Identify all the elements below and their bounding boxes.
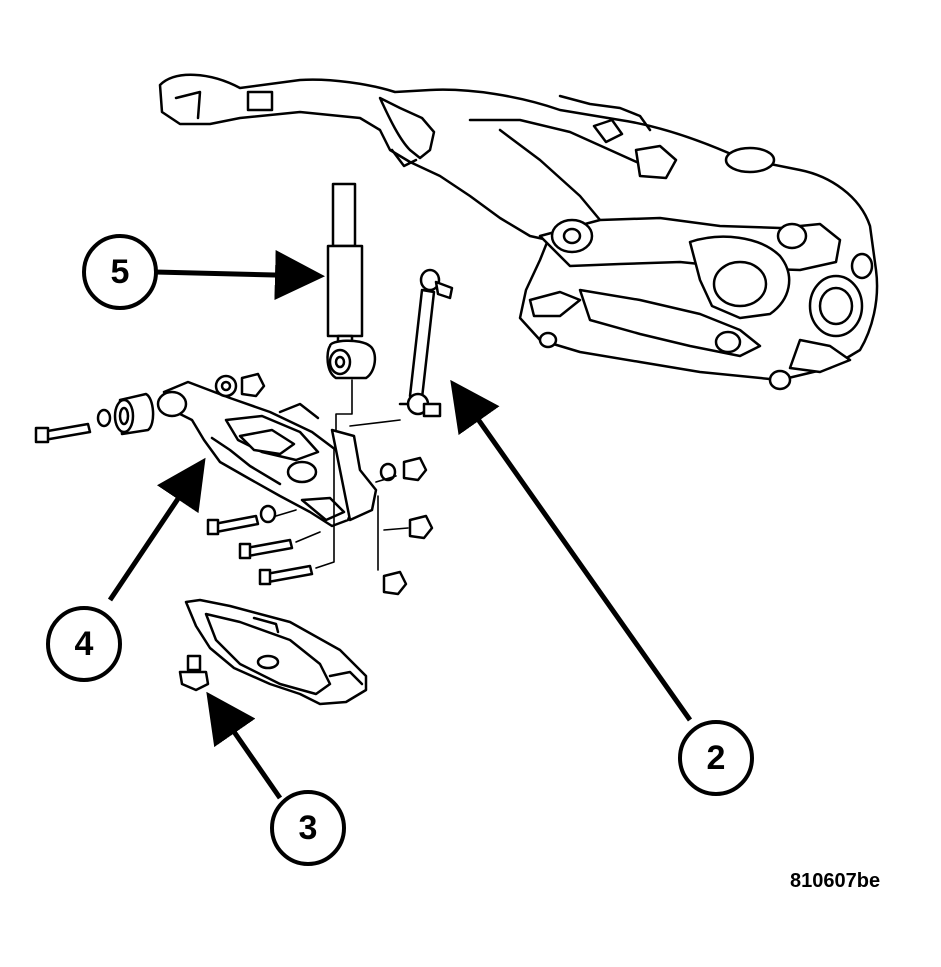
rear-subframe-assembly [158, 73, 879, 391]
shock-absorber [326, 182, 377, 449]
callout-circle-5 [82, 234, 158, 310]
arrow-4 [107, 457, 206, 602]
callout-label-3: 3 [299, 809, 318, 847]
upper-nuts [214, 372, 266, 398]
drain-plug [178, 654, 210, 692]
callout-circle-4 [46, 606, 122, 682]
callout-label-5: 5 [111, 253, 130, 291]
arrow-3 [206, 691, 283, 800]
lower-control-arm [156, 380, 378, 528]
lower-arm-shield [184, 598, 368, 706]
right-nuts [375, 456, 434, 596]
lower-arm-bolts [206, 447, 335, 586]
callout-circle-3 [270, 790, 346, 866]
callout-label-2: 2 [707, 739, 726, 777]
arrow-5 [154, 250, 325, 300]
callout-circle-2 [678, 720, 754, 796]
figure-reference-code: 810607be [790, 870, 881, 892]
bushing-and-bolt-set [34, 392, 155, 444]
callout-label-4: 4 [75, 625, 94, 663]
arrow-2 [450, 379, 693, 722]
stabilizer-link [349, 268, 454, 427]
